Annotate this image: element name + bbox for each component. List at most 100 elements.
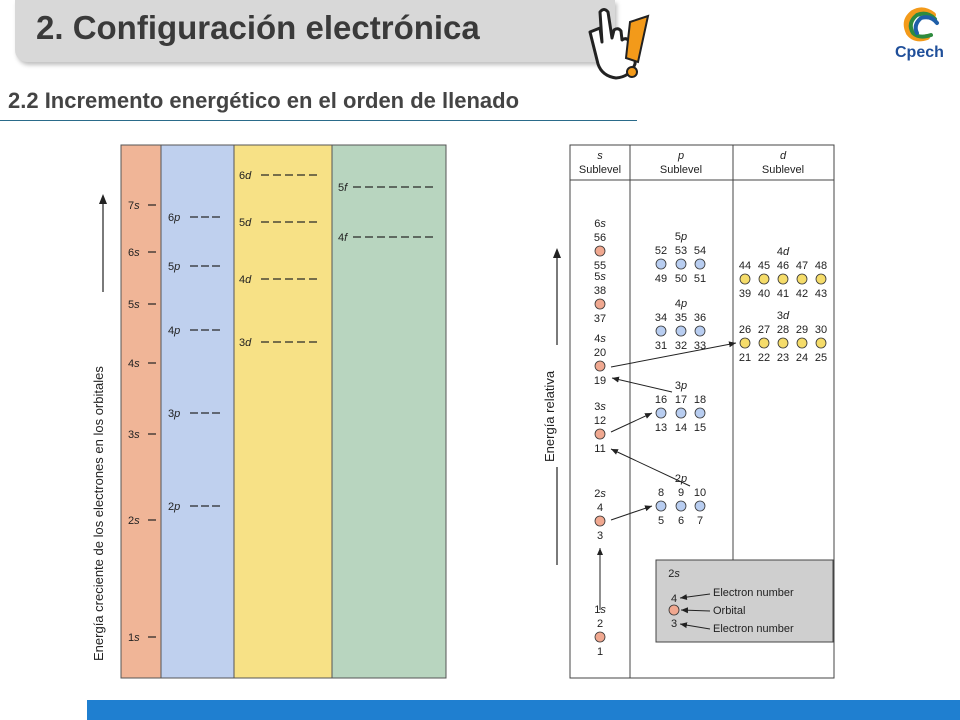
- orbital-2p: [675, 500, 687, 512]
- electron-number: 14: [675, 422, 687, 434]
- orbital-6s: [594, 245, 606, 257]
- electron-number: 4: [671, 593, 677, 605]
- header-letter-p: p: [677, 150, 684, 162]
- orbital-4p: [655, 325, 667, 337]
- left-axis-arrowhead: [99, 194, 107, 204]
- electron-number: 29: [796, 324, 808, 336]
- electron-number: 11: [594, 443, 605, 455]
- electron-number: 43: [815, 288, 827, 300]
- footer-bar: [87, 700, 960, 720]
- title-bar: [15, 0, 615, 62]
- left-level-3d: 3d: [239, 337, 252, 349]
- left-level-6p: 6p: [168, 212, 180, 224]
- group-label-4s: 4s: [594, 333, 606, 345]
- electron-number: 21: [739, 352, 751, 364]
- electron-number: 30: [815, 324, 827, 336]
- orbital-3s: [594, 428, 606, 440]
- electron-number: 3: [671, 618, 677, 630]
- filling-order-arrow: [610, 412, 653, 433]
- orbital-3p: [675, 407, 687, 419]
- group-label-1s: 1s: [594, 604, 606, 616]
- orbital-5s: [594, 298, 606, 310]
- electron-number: 55: [594, 260, 606, 272]
- electron-number: 56: [594, 232, 606, 244]
- electron-number: 5: [658, 515, 664, 527]
- orbital-4d: [739, 273, 751, 285]
- page-title: 2. Configuración electrónica: [36, 9, 480, 46]
- electron-number: 35: [675, 312, 687, 324]
- header-word-s: Sublevel: [579, 164, 621, 176]
- electron-number: 41: [777, 288, 789, 300]
- group-label-6s: 6s: [594, 218, 606, 230]
- electron-number: 3: [597, 530, 603, 542]
- left-level-5d: 5d: [239, 217, 252, 229]
- legend-box: [655, 559, 834, 643]
- legend-orbital: Orbital: [713, 605, 745, 617]
- cpech-logo: Cpech: [895, 7, 944, 61]
- electron-number: 40: [758, 288, 770, 300]
- left-level-5f: 5f: [338, 182, 348, 194]
- electron-number: 32: [675, 340, 687, 352]
- electron-number: 18: [694, 394, 706, 406]
- left-column-p: [160, 144, 235, 679]
- left-level-2s: 2s: [128, 515, 140, 527]
- orbital-4d: [777, 273, 789, 285]
- legend-arrow: [679, 593, 711, 601]
- left-column-f: [331, 144, 447, 679]
- left-column-d: [233, 144, 333, 679]
- group-label-4d: 4d: [777, 246, 790, 258]
- electron-number: 22: [758, 352, 770, 364]
- electron-number: 26: [739, 324, 751, 336]
- pointing-hand-icon: [588, 8, 650, 80]
- left-level-4d: 4d: [239, 274, 252, 286]
- orbital-4d: [758, 273, 770, 285]
- electron-number: 25: [815, 352, 827, 364]
- legend-orbital: [668, 604, 680, 616]
- group-label-3s: 3s: [594, 401, 606, 413]
- logo-text: Cpech: [895, 44, 944, 61]
- legend-arrow: [680, 607, 711, 614]
- electron-number: 12: [594, 415, 606, 427]
- electron-number: 52: [655, 245, 667, 257]
- electron-number: 53: [675, 245, 687, 257]
- electron-number: 8: [658, 487, 664, 499]
- left-level-4f: 4f: [338, 232, 348, 244]
- electron-number: 38: [594, 285, 606, 297]
- electron-number: 4: [597, 502, 603, 514]
- electron-number: 42: [796, 288, 808, 300]
- legend-electron-number-top: Electron number: [713, 587, 794, 599]
- orbital-4p: [675, 325, 687, 337]
- electron-number: 37: [594, 313, 606, 325]
- orbital-3p: [694, 407, 706, 419]
- orbital-4d: [796, 273, 808, 285]
- left-level-3s: 3s: [128, 429, 140, 441]
- left-level-4s: 4s: [128, 358, 140, 370]
- electron-number: 15: [694, 422, 706, 434]
- header-word-p: Sublevel: [660, 164, 702, 176]
- group-label-3d: 3d: [777, 310, 790, 322]
- electron-number: 2: [597, 618, 603, 630]
- electron-number: 10: [694, 487, 706, 499]
- left-level-2p: 2p: [168, 501, 180, 513]
- group-label-2s: 2s: [594, 488, 606, 500]
- electron-number: 20: [594, 347, 606, 359]
- electron-number: 16: [655, 394, 667, 406]
- left-level-3p: 3p: [168, 408, 180, 420]
- left-level-6d: 6d: [239, 170, 252, 182]
- electron-number: 48: [815, 260, 827, 272]
- orbital-3d: [815, 337, 827, 349]
- orbital-5p: [694, 258, 706, 270]
- electron-number: 49: [655, 273, 667, 285]
- orbital-1s: [594, 631, 606, 643]
- orbital-4s: [594, 360, 606, 372]
- group-label-3p: 3p: [675, 380, 687, 392]
- header-letter-s: s: [597, 150, 603, 162]
- electron-number: 34: [655, 312, 667, 324]
- orbital-2p: [694, 500, 706, 512]
- left-level-5p: 5p: [168, 261, 180, 273]
- electron-number: 7: [697, 515, 703, 527]
- legend-arrow: [679, 622, 711, 630]
- electron-number: 51: [694, 273, 706, 285]
- header-letter-d: d: [780, 150, 787, 162]
- electron-number: 33: [694, 340, 706, 352]
